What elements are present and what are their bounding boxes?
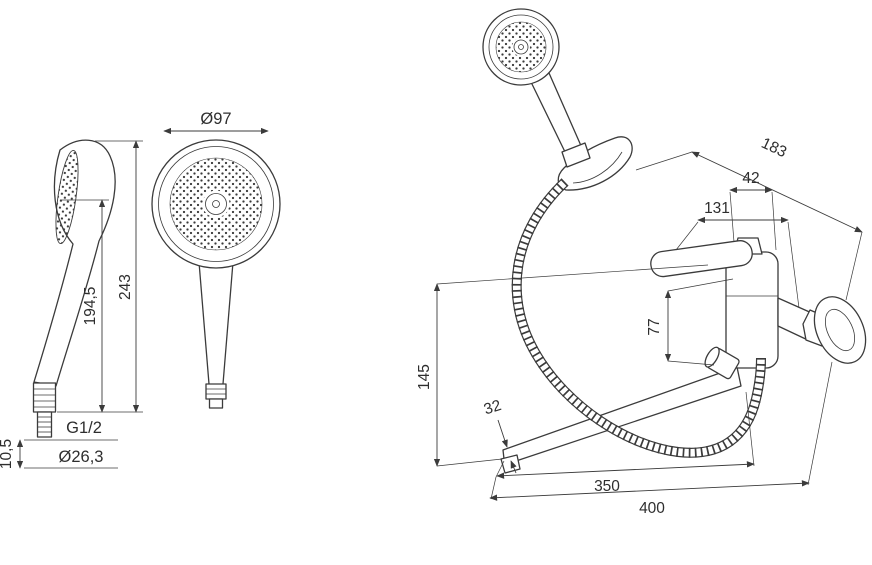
extension-line [436, 458, 503, 467]
hose-core [512, 179, 765, 457]
holder-shower-head-rim [488, 14, 554, 80]
dim-label-face-to-bottom: 194,5 [82, 287, 99, 326]
extension-line [771, 191, 777, 251]
front-handle-right-line [222, 261, 234, 385]
extension-line [745, 391, 755, 467]
extension-line [635, 151, 693, 171]
holder-shower-center-mask [512, 38, 530, 56]
dim-label-holder-to-wall: 183 [759, 135, 790, 161]
extension-line [490, 476, 497, 500]
dim-label-connector-diameter: Ø26,3 [59, 448, 104, 466]
dim-label-overall-reach: 400 [639, 500, 665, 517]
mixer-view-group: 145 32 77 42 131 183 350 400 [416, 8, 867, 517]
holder-shower-handle [530, 72, 583, 157]
front-view-group: Ø97 [151, 110, 281, 409]
mixer-body [725, 251, 779, 369]
shower-hose [511, 178, 766, 458]
side-shower-outline [33, 139, 116, 387]
side-view-group: 194,5 243 10,5 G1/2 Ø26,3 [0, 139, 143, 469]
dim-label-thread-size: G1/2 [66, 419, 102, 437]
front-center-dot [212, 200, 220, 208]
diverter-knob [704, 346, 740, 380]
extension-line [675, 221, 699, 251]
dim-label-head-diameter: Ø97 [200, 110, 231, 128]
extension-line [667, 278, 734, 292]
dim-label-body-height: 77 [646, 318, 663, 335]
thread-tail [36, 411, 53, 438]
extension-line [667, 360, 715, 366]
spout-aerator [500, 454, 521, 474]
front-connector-tip [208, 398, 224, 409]
extension-line [845, 231, 863, 301]
dim-label-collar-height: 10,5 [0, 439, 15, 469]
dim-label-body-to-wall: 131 [704, 200, 730, 217]
extension-line [436, 264, 709, 285]
dim-arrow-32-top [497, 419, 508, 448]
side-shower-connector [32, 382, 57, 438]
holder-shower-center-dot [518, 44, 524, 50]
dim-line-400 [489, 480, 810, 501]
dim-label-lever-depth: 42 [742, 170, 759, 187]
extension-line [807, 361, 833, 486]
dim-label-overall-length: 243 [117, 274, 134, 300]
wall-flange-inner [824, 308, 856, 352]
connector-body [32, 382, 57, 413]
side-shower-spray-face [55, 149, 79, 245]
dim-label-spout-tube: 32 [482, 397, 504, 418]
holder-shower-nut [561, 142, 591, 168]
shower-holder [557, 136, 633, 191]
front-center-mask [202, 190, 230, 218]
front-face-rim-circle [158, 146, 274, 262]
extension-line [495, 460, 505, 478]
dim-label-mount-to-spout: 145 [416, 364, 433, 390]
shower-holder-inner-line [572, 151, 623, 184]
extension-line [729, 191, 735, 243]
dim-line-183 [691, 151, 863, 233]
diverter-cap [704, 346, 720, 368]
extension-line [787, 221, 800, 309]
front-handle-left-line [198, 261, 210, 385]
dim-line-350 [496, 461, 755, 479]
front-center-cap [205, 193, 227, 215]
holder-shower-center-cap [513, 39, 529, 55]
front-connector [205, 383, 227, 400]
